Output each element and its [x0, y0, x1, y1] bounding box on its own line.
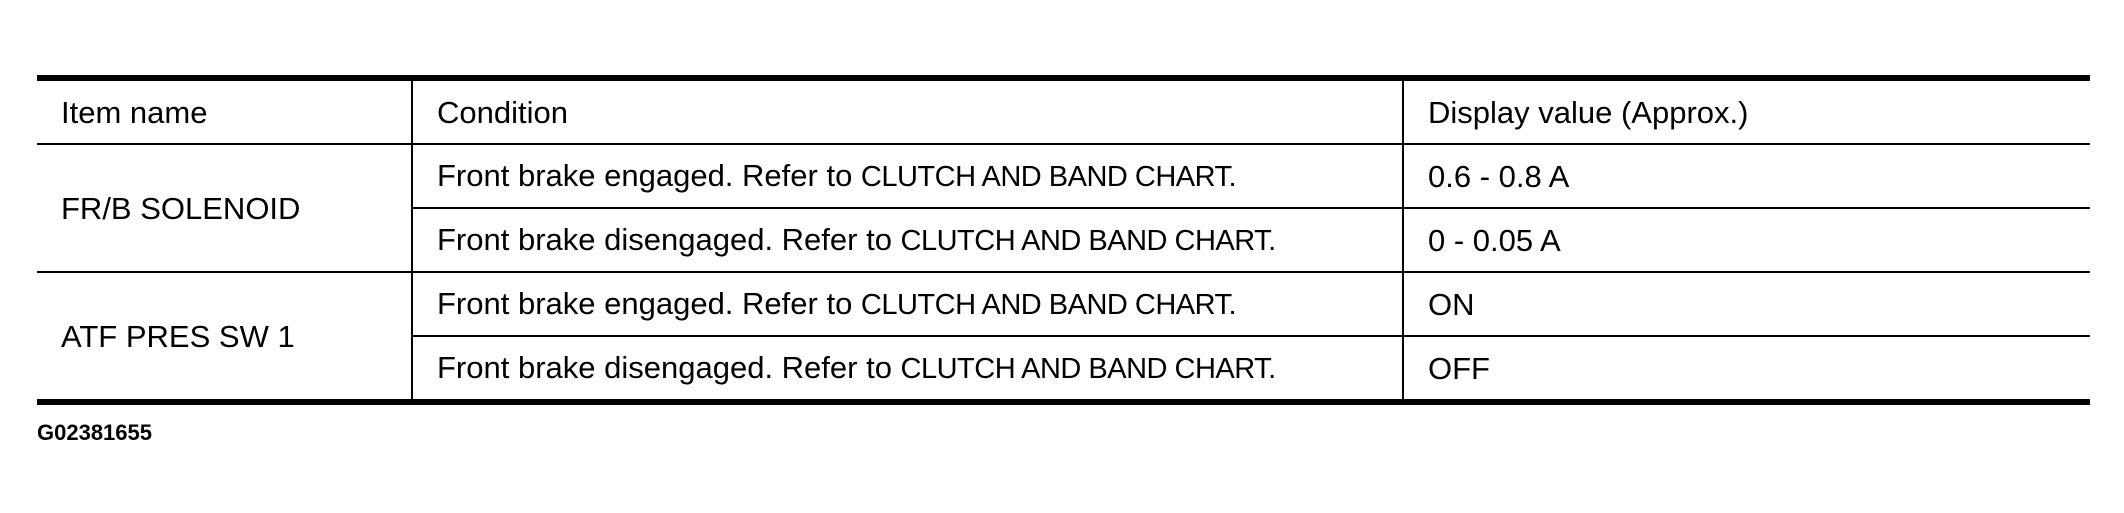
condition-text: Front brake engaged. Refer to: [437, 158, 861, 193]
condition-cell: Front brake engaged. Refer to CLUTCH AND…: [411, 143, 1403, 208]
item-name-cell: FR/B SOLENOID: [37, 143, 412, 272]
chart-reference: CLUTCH AND BAND CHART.: [860, 289, 1237, 321]
display-value-cell: ON: [1402, 271, 2090, 336]
chart-reference: CLUTCH AND BAND CHART.: [900, 225, 1277, 257]
condition-text: Front brake disengaged. Refer to: [437, 222, 901, 257]
header-condition: Condition: [411, 78, 1403, 144]
condition-cell: Front brake disengaged. Refer to CLUTCH …: [411, 335, 1403, 402]
display-value-cell: OFF: [1402, 335, 2090, 402]
condition-cell: Front brake disengaged. Refer to CLUTCH …: [411, 207, 1403, 272]
table-row: ATF PRES SW 1 Front brake engaged. Refer…: [37, 271, 2090, 402]
chart-reference: CLUTCH AND BAND CHART.: [860, 161, 1237, 193]
condition-text: Front brake engaged. Refer to: [437, 286, 861, 321]
header-item-name: Item name: [61, 94, 208, 130]
figure-id: G02381655: [37, 420, 152, 445]
spec-table: Item name Condition Display value (Appro…: [37, 75, 2090, 405]
display-value-cell: 0.6 - 0.8 A: [1402, 143, 2090, 208]
display-value-cell: 0 - 0.05 A: [1402, 207, 2090, 272]
chart-reference: CLUTCH AND BAND CHART.: [900, 353, 1277, 385]
header-display-value: Display value (Approx.): [1402, 78, 2090, 144]
item-name-cell: ATF PRES SW 1: [37, 271, 412, 402]
table-header-row: Item name Condition Display value (Appro…: [37, 78, 2090, 144]
table-row: Front brake disengaged. Refer to CLUTCH …: [37, 207, 2090, 272]
table-row: FR/B SOLENOID Front brake engaged. Refer…: [37, 143, 2090, 272]
condition-text: Front brake disengaged. Refer to: [437, 350, 901, 385]
table-row: Front brake disengaged. Refer to CLUTCH …: [37, 335, 2090, 402]
condition-cell: Front brake engaged. Refer to CLUTCH AND…: [411, 271, 1403, 336]
